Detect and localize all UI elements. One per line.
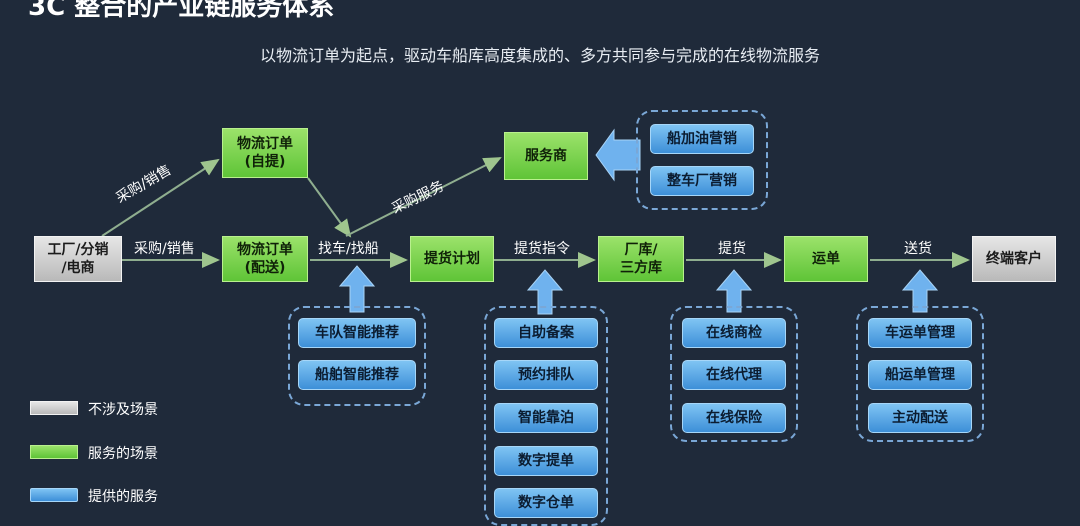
arrow-warehouse-services — [715, 269, 753, 313]
service-ship-fuel-marketing: 船加油营销 — [650, 124, 754, 154]
node-provider: 服务商 — [504, 132, 588, 180]
group-waybill-services — [856, 306, 984, 442]
service-ship-waybill: 船运单管理 — [868, 360, 972, 390]
service-active-delivery: 主动配送 — [868, 403, 972, 433]
edge-factory-order-self — [101, 158, 220, 237]
service-oem-marketing: 整车厂营销 — [650, 166, 754, 196]
edge-label-buy-sell-main: 采购/销售 — [134, 241, 195, 257]
service-online-inspection: 在线商检 — [682, 318, 786, 348]
edge-to-provider — [345, 157, 502, 237]
page-title: 3C 整合的产业链服务体系 — [28, 0, 335, 22]
edge-label-pickup-instruction: 提货指令 — [514, 241, 570, 257]
service-ship-recommend: 船舶智能推荐 — [298, 360, 416, 390]
node-order-delivery: 物流订单 (配送) — [222, 236, 308, 282]
subtitle: 以物流订单为起点，驱动车船库高度集成的、多方共同参与完成的在线物流服务 — [259, 46, 820, 65]
service-digital-warehouse-receipt: 数字仓单 — [494, 488, 598, 518]
flow-lines — [101, 128, 970, 315]
legend-swatch-served — [30, 445, 78, 459]
legend-swatch-not-involved — [30, 401, 78, 415]
service-fleet-recommend: 车队智能推荐 — [298, 318, 416, 348]
arrow-provider-services — [595, 128, 641, 182]
node-pickup-plan: 提货计划 — [410, 236, 494, 282]
node-factory: 工厂/分销 /电商 — [34, 236, 122, 282]
node-warehouse: 厂库/ 三方库 — [598, 236, 684, 282]
node-order-self: 物流订单 (自提) — [222, 128, 308, 178]
service-online-insurance: 在线保险 — [682, 403, 786, 433]
service-appointment-queue: 预约排队 — [494, 360, 598, 390]
group-fleet-services — [288, 306, 426, 406]
service-smart-berthing: 智能靠泊 — [494, 403, 598, 433]
service-self-filing: 自助备案 — [494, 318, 598, 348]
arrow-waybill-services — [901, 269, 939, 313]
edge-label-find-vehicle: 找车/找船 — [318, 241, 379, 257]
service-digital-bill: 数字提单 — [494, 446, 598, 476]
edge-order-self-to-main — [307, 177, 352, 238]
legend-label-not-involved: 不涉及场景 — [88, 402, 158, 418]
group-warehouse-services — [670, 306, 798, 442]
edge-label-pickup: 提货 — [718, 241, 746, 257]
legend-swatch-provided — [30, 488, 78, 502]
service-online-agency: 在线代理 — [682, 360, 786, 390]
node-waybill: 运单 — [784, 236, 868, 282]
arrow-plan-services — [526, 269, 564, 315]
node-customer: 终端客户 — [972, 236, 1056, 282]
service-truck-waybill: 车运单管理 — [868, 318, 972, 348]
group-provider-services — [636, 110, 768, 210]
legend-label-provided: 提供的服务 — [88, 489, 158, 505]
edge-label-delivery: 送货 — [904, 241, 932, 257]
legend-label-served: 服务的场景 — [88, 446, 158, 462]
